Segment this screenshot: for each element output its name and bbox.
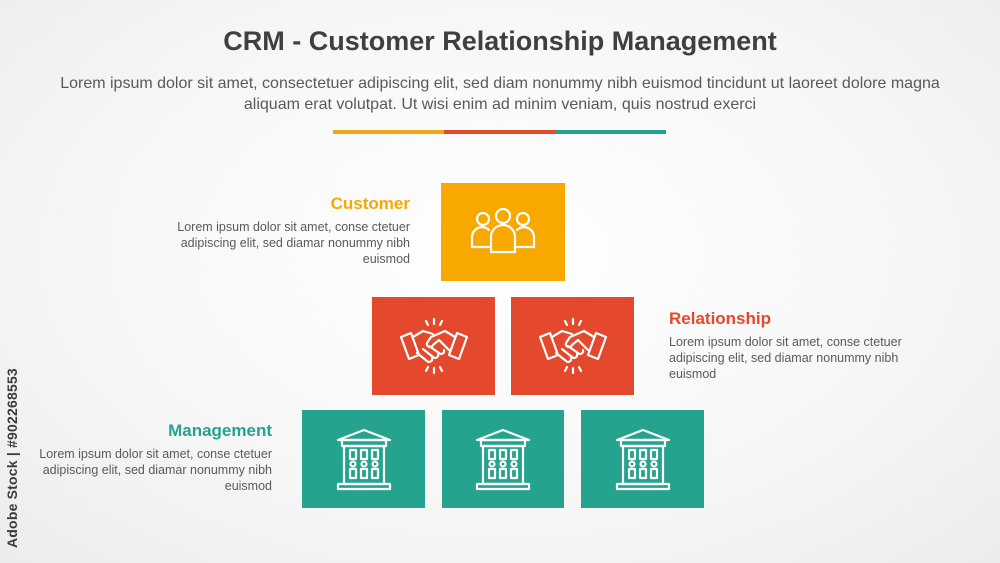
people-group-icon (470, 207, 536, 254)
divider-red (444, 130, 555, 134)
management-label-group: Management Lorem ipsum dolor sit amet, c… (32, 421, 272, 494)
relationship-block-1 (372, 297, 495, 395)
building-icon (475, 428, 531, 491)
management-block-2 (442, 410, 564, 508)
customer-label-group: Customer Lorem ipsum dolor sit amet, con… (170, 194, 410, 267)
divider-yellow (333, 130, 444, 134)
page-subtitle: Lorem ipsum dolor sit amet, consectetuer… (60, 75, 940, 113)
relationship-block-2 (511, 297, 634, 395)
customer-block (441, 183, 565, 281)
customer-description: Lorem ipsum dolor sit amet, conse ctetue… (177, 220, 410, 266)
management-block-1 (302, 410, 425, 508)
relationship-label-group: Relationship Lorem ipsum dolor sit amet,… (669, 309, 909, 382)
management-title: Management (168, 421, 272, 440)
building-icon (615, 428, 670, 491)
stock-credit: Adobe Stock | #902268553 (4, 368, 20, 548)
management-description: Lorem ipsum dolor sit amet, conse ctetue… (39, 447, 272, 493)
divider-teal (555, 130, 666, 134)
relationship-title: Relationship (669, 309, 772, 328)
management-block-3 (581, 410, 704, 508)
building-icon (336, 428, 391, 491)
handshake-icon (399, 317, 468, 375)
handshake-icon (538, 317, 607, 375)
customer-title: Customer (330, 194, 410, 213)
page-title: CRM - Customer Relationship Management (223, 26, 777, 56)
relationship-description: Lorem ipsum dolor sit amet, conse ctetue… (669, 335, 902, 381)
